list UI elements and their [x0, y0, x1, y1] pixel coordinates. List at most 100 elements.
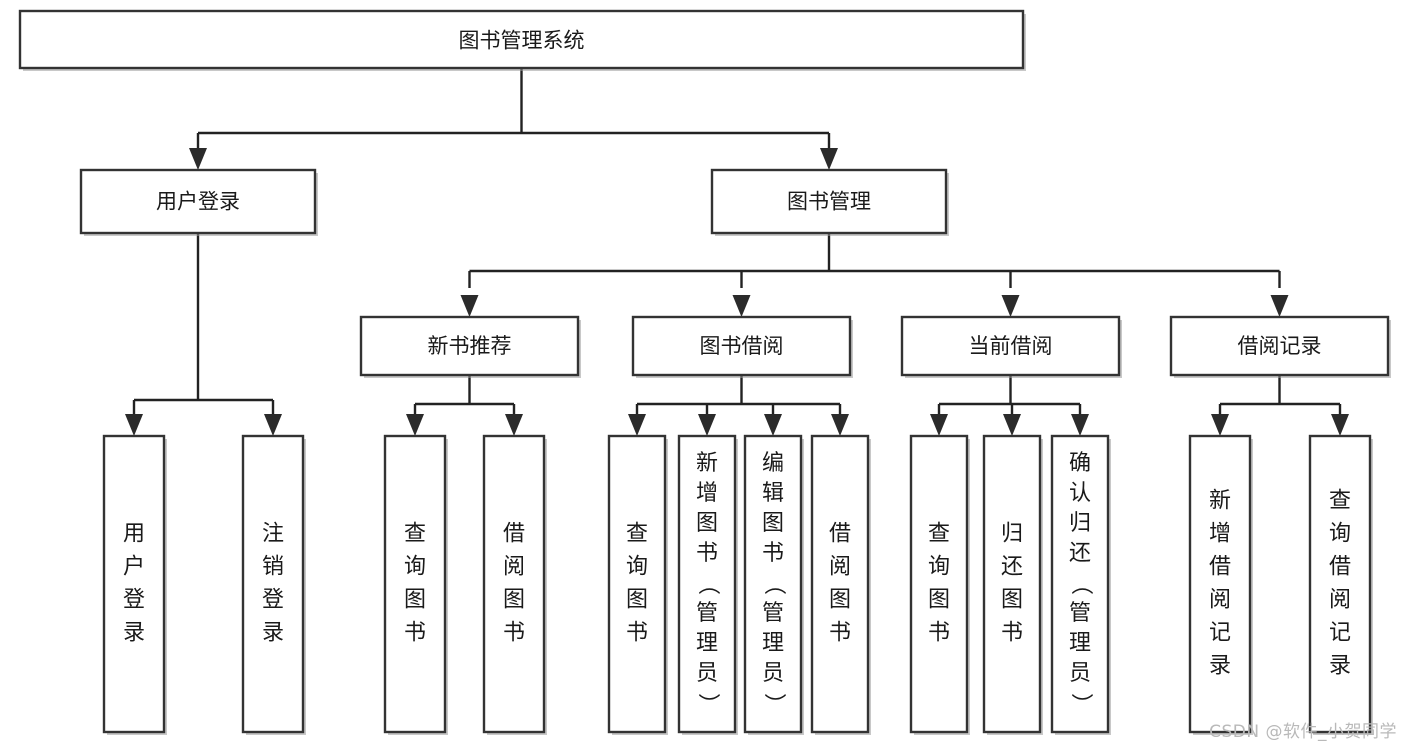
svg-text:）: ） — [695, 693, 720, 715]
arrow-to-leaf-query-book-3 — [930, 414, 948, 436]
edge-userlogin-to-leaves — [125, 233, 282, 436]
svg-text:（: （ — [761, 573, 786, 595]
node-new-book-recommend-label: 新书推荐 — [428, 334, 512, 358]
node-current-borrow-label: 当前借阅 — [969, 334, 1053, 358]
node-user-login-label: 用户登录 — [156, 190, 240, 214]
arrow-to-leaf-confirm-return-admin — [1071, 414, 1089, 436]
svg-text:询: 询 — [626, 555, 648, 580]
svg-text:阅: 阅 — [1329, 588, 1351, 613]
arrow-to-leaf-add-book-admin — [698, 414, 716, 436]
arrow-to-book-borrow — [732, 295, 751, 317]
svg-text:记: 记 — [1209, 621, 1231, 646]
node-book-borrow-label: 图书借阅 — [700, 334, 784, 358]
arrow-to-leaf-add-borrow-record — [1211, 414, 1229, 436]
svg-text:阅: 阅 — [829, 555, 851, 580]
node-new-book-recommend[interactable]: 新书推荐 — [359, 315, 581, 378]
edge-root-to-level2 — [189, 68, 838, 170]
svg-text:理: 理 — [1069, 631, 1091, 656]
svg-text:户: 户 — [123, 555, 145, 580]
svg-text:新: 新 — [1209, 489, 1231, 514]
arrow-to-leaf-logout — [264, 414, 282, 436]
svg-text:员: 员 — [1069, 661, 1091, 686]
arrow-to-leaf-borrow-book-2 — [831, 414, 849, 436]
svg-text:认: 认 — [1069, 481, 1091, 506]
leaf-node-label: 用户登录 — [123, 522, 145, 646]
node-current-borrow[interactable]: 当前借阅 — [900, 315, 1122, 378]
leaf-node-leaf-user-login[interactable]: 用户登录 — [102, 434, 167, 735]
svg-text:书: 书 — [404, 621, 426, 646]
svg-text:注: 注 — [262, 522, 284, 547]
svg-text:辑: 辑 — [762, 481, 784, 506]
svg-text:）: ） — [761, 693, 786, 715]
svg-text:查: 查 — [626, 522, 648, 547]
svg-text:图: 图 — [404, 588, 426, 613]
svg-text:书: 书 — [503, 621, 525, 646]
arrow-to-leaf-borrow-book-1 — [505, 414, 523, 436]
svg-text:新: 新 — [696, 451, 718, 476]
svg-text:查: 查 — [404, 522, 426, 547]
svg-text:增: 增 — [696, 481, 718, 506]
svg-text:增: 增 — [1209, 522, 1231, 547]
edge-bookborrow-to-leaves — [628, 375, 849, 436]
svg-text:书: 书 — [762, 541, 784, 566]
svg-text:阅: 阅 — [1209, 588, 1231, 613]
svg-text:确: 确 — [1069, 451, 1091, 476]
svg-text:理: 理 — [762, 631, 784, 656]
svg-text:阅: 阅 — [503, 555, 525, 580]
svg-text:员: 员 — [762, 661, 784, 686]
node-book-borrow[interactable]: 图书借阅 — [631, 315, 853, 378]
node-user-login[interactable]: 用户登录 — [79, 168, 318, 236]
svg-text:图: 图 — [829, 588, 851, 613]
svg-text:图: 图 — [1001, 588, 1023, 613]
svg-text:图: 图 — [928, 588, 950, 613]
node-root[interactable]: 图书管理系统 — [18, 9, 1026, 71]
svg-text:录: 录 — [262, 621, 284, 646]
svg-text:）: ） — [1068, 693, 1093, 715]
edge-layer — [125, 68, 1349, 436]
arrow-to-leaf-edit-book-admin — [764, 414, 782, 436]
arrow-to-current-borrow — [1001, 295, 1020, 317]
svg-text:管: 管 — [762, 601, 784, 626]
arrow-to-new-book-recommend — [460, 295, 479, 317]
node-book-manage[interactable]: 图书管理 — [710, 168, 949, 236]
svg-text:借: 借 — [829, 522, 851, 547]
svg-text:销: 销 — [262, 555, 284, 580]
edge-borrowrecord-to-leaves — [1211, 375, 1349, 436]
node-book-manage-label: 图书管理 — [787, 190, 871, 214]
svg-text:归: 归 — [1069, 511, 1091, 536]
svg-text:书: 书 — [626, 621, 648, 646]
svg-text:借: 借 — [503, 522, 525, 547]
csdn-watermark: CSDN @软件_小贺同学 — [1209, 722, 1397, 742]
node-borrow-record[interactable]: 借阅记录 — [1169, 315, 1391, 378]
edge-bookmanage-to-level3 — [460, 233, 1289, 317]
svg-text:编: 编 — [762, 451, 784, 476]
svg-text:书: 书 — [696, 541, 718, 566]
arrow-to-leaf-query-borrow-record — [1331, 414, 1349, 436]
arrow-to-book-manage — [820, 148, 838, 170]
svg-text:图: 图 — [696, 511, 718, 536]
svg-text:询: 询 — [1329, 522, 1351, 547]
svg-text:图: 图 — [503, 588, 525, 613]
